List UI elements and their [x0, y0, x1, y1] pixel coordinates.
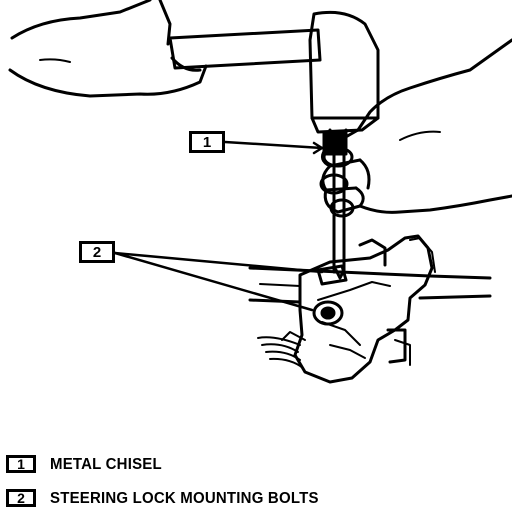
legend-item-mounting-bolts: 2 STEERING LOCK MOUNTING BOLTS [6, 489, 319, 507]
legend-number: 1 [6, 455, 36, 473]
legend-label: METAL CHISEL [50, 455, 162, 473]
callout-1: 1 [189, 131, 225, 153]
legend-label: STEERING LOCK MOUNTING BOLTS [50, 489, 319, 507]
leader-lines [113, 140, 324, 312]
hand-hammer [8, 0, 208, 98]
hand-chisel [319, 38, 512, 218]
legend-item-metal-chisel: 1 METAL CHISEL [6, 455, 162, 473]
steering-lock-housing [281, 234, 436, 384]
legend-number: 2 [6, 489, 36, 507]
wiring-harness [257, 336, 304, 369]
steering-column [248, 266, 492, 304]
callout-2: 2 [79, 241, 115, 263]
